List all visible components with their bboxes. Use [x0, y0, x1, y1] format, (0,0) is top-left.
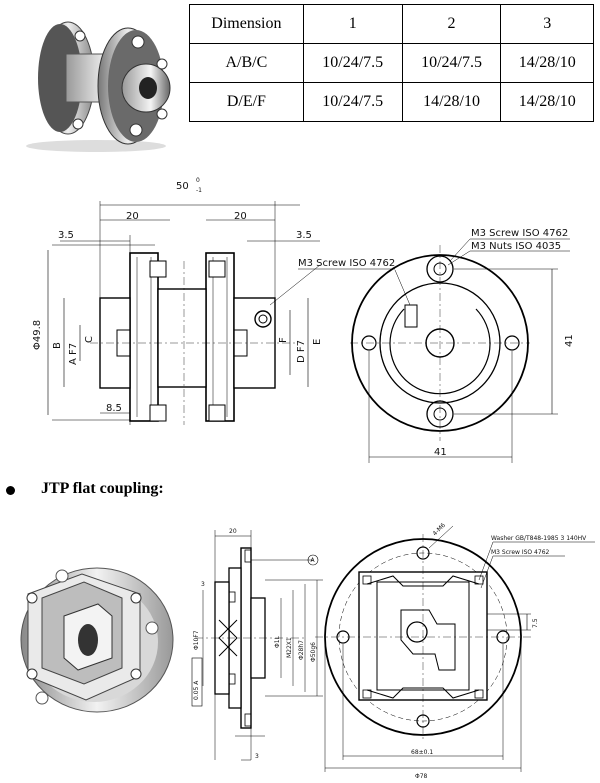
bottom-gap-label: 8.5 [106, 403, 122, 414]
tolerance-box-label: 0.05 A [193, 680, 200, 700]
front-screw-label: M3 Screw ISO 4762 [471, 228, 568, 239]
table-header-row: Dimension 1 2 3 [189, 4, 594, 44]
thread-label: M22X1 [286, 637, 293, 658]
front-nuts-label: M3 Nuts ISO 4035 [471, 241, 561, 252]
flat-coupling-photo [20, 567, 174, 713]
left-length-label: 20 [126, 211, 139, 222]
f-label: F [278, 337, 289, 343]
disc-coupling-photo [26, 21, 171, 152]
pcd-label: 68±0.1 [411, 749, 433, 756]
front-view [298, 238, 570, 463]
table-cell: 10/24/7.5 [401, 43, 502, 83]
table-cell: 14/28/10 [401, 82, 502, 122]
flat-coupling-drawing: 20 3 3 Φ10F7 0.05 A Φ1L M22X1 Φ28h7 Φ50g… [191, 522, 595, 780]
flat-bottom-dim-label: 3 [255, 753, 259, 760]
outer-diameter-label: Φ49.8 [32, 320, 43, 350]
right-length-label: 20 [234, 211, 247, 222]
table-cell: 14/28/10 [500, 82, 594, 122]
section-bullet [6, 486, 15, 495]
overall-length-label: 50 [176, 181, 189, 192]
side-dim-label: 7.5 [532, 618, 539, 628]
table-header-cell: 1 [302, 4, 403, 44]
screw-label: M3 Screw ISO 4762 [491, 549, 550, 556]
washer-label: Washer GB/T848-1985 3 140HV [491, 535, 587, 542]
holes-label: 4-M6 [431, 522, 447, 538]
table-row: A/B/C 10/24/7.5 10/24/7.5 14/28/10 [189, 43, 594, 83]
table-row: D/E/F 10/24/7.5 14/28/10 14/28/10 [189, 82, 594, 122]
table-cell: 10/24/7.5 [302, 43, 403, 83]
datum-label: A [311, 557, 316, 564]
small-dia-label: Φ1L [274, 635, 281, 648]
dimension-table: Dimension 1 2 3 A/B/C 10/24/7.5 10/24/7.… [189, 4, 594, 122]
table-header-cell: 3 [500, 4, 594, 44]
disc-coupling-drawing: 50 0 -1 20 20 3.5 3.5 Φ49.8 B A F7 C 8.5… [32, 177, 575, 463]
flat-front-view [315, 525, 595, 772]
bore-label: Φ10F7 [193, 630, 200, 650]
a-label: A F7 [68, 343, 79, 365]
flat-side-view [191, 530, 323, 761]
flat-gap-label: 3 [201, 581, 205, 588]
outer-dia-label: Φ78 [415, 773, 428, 780]
table-cell: 10/24/7.5 [302, 82, 403, 122]
table-cell: D/E/F [189, 82, 304, 122]
overall-upper-tolerance: 0 [196, 177, 200, 184]
side-view [47, 201, 321, 425]
b-label: B [52, 342, 63, 349]
left-offset-label: 3.5 [58, 230, 74, 241]
d-label: D F7 [296, 340, 307, 363]
e-label: E [312, 339, 323, 345]
overall-lower-tolerance: -1 [196, 187, 202, 194]
section-heading: JTP flat coupling: [41, 480, 164, 497]
width-dim-label: 41 [434, 447, 447, 458]
hub-dia-label: Φ28h7 [298, 640, 305, 660]
table-header-cell: 2 [401, 4, 502, 44]
c-label: C [84, 336, 95, 343]
right-offset-label: 3.5 [296, 230, 312, 241]
pilot-dia-label: Φ50g6 [310, 642, 317, 662]
height-dim-label: 41 [564, 334, 575, 347]
table-cell: 14/28/10 [500, 43, 594, 83]
flat-width-label: 20 [229, 528, 237, 535]
table-cell: A/B/C [189, 43, 304, 83]
table-header-cell: Dimension [189, 4, 304, 44]
side-screw-label: M3 Screw ISO 4762 [298, 258, 395, 269]
